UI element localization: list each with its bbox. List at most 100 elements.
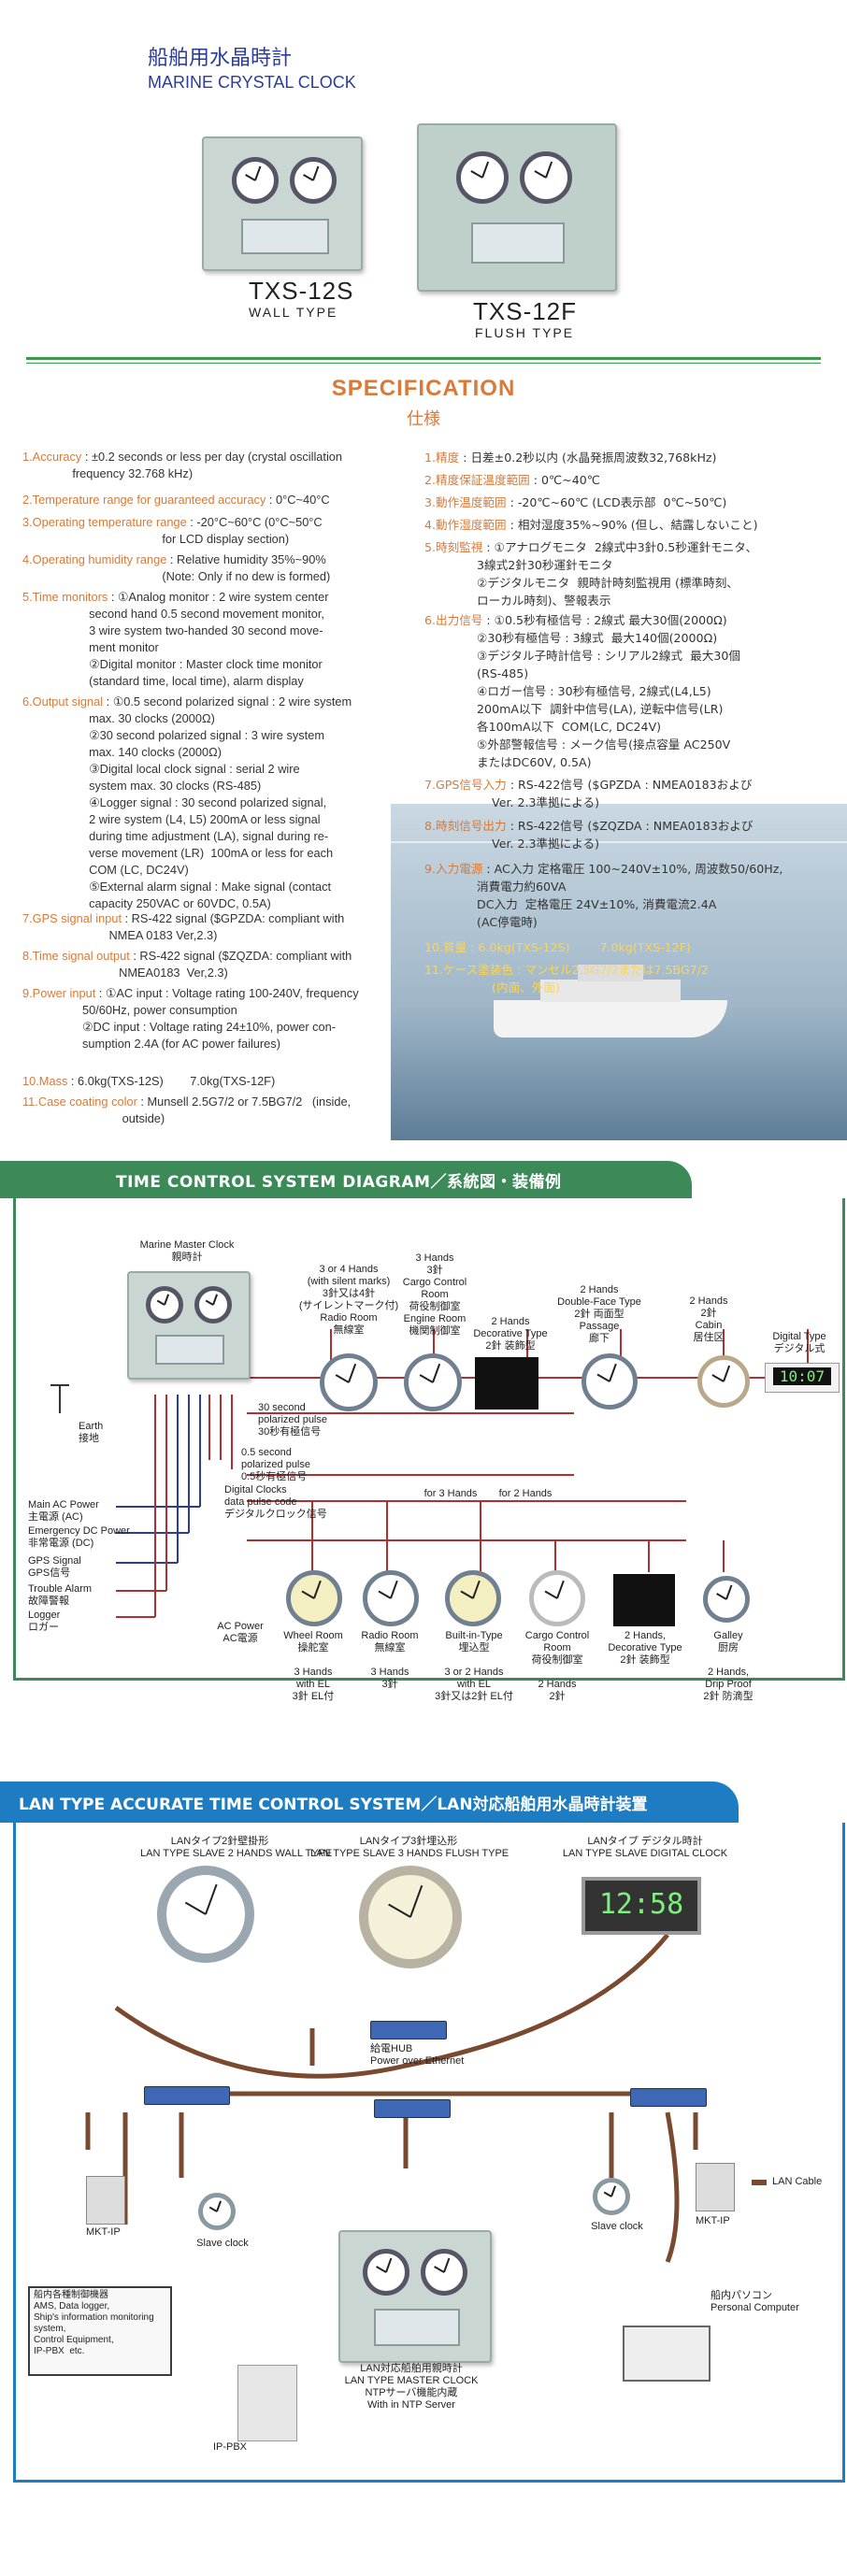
spec-en-8: 8.Time signal output : RS-422 signal ($Z… <box>22 949 352 980</box>
title-en: MARINE CRYSTAL CLOCK <box>148 73 356 92</box>
mkt-ip-left-label: MKT-IP <box>86 2226 121 2238</box>
mkt-ip-left <box>86 2176 125 2225</box>
lan-clock-wall <box>157 1866 254 1963</box>
signal-2hands: for 2 Hands <box>498 1488 553 1499</box>
diagram1-clock-decorative <box>475 1357 538 1410</box>
diagram1-clock-galley <box>703 1576 750 1623</box>
lan-master-label: LAN対応船舶用親時計 LAN TYPE MASTER CLOCK NTPサーバ… <box>344 2363 479 2411</box>
diagram1-master-clock <box>127 1271 251 1380</box>
pc-label: 船内パソコン Personal Computer <box>711 2290 799 2313</box>
spec-jp-10: 10.質量 : 6.0kg(TXS-12S) 7.0kg(TXS-12F) <box>424 940 691 954</box>
lan-legend-label: LAN Cable <box>772 2176 823 2187</box>
poe-hub-center <box>370 2021 447 2039</box>
equipment-label: 船内各種制御機器 AMS, Data logger, Ship's inform… <box>34 2290 154 2356</box>
ac-power-label: AC Power AC電源 <box>217 1621 264 1644</box>
diagram1-clock-cabin <box>697 1355 750 1408</box>
diagram1-clock-radio <box>320 1353 378 1411</box>
ip-pbx-device <box>237 2365 297 2441</box>
diagram1-bottom-label-6: Galley 厨房 2 Hands, Drip Proof 2針 防滴型 <box>703 1630 754 1702</box>
diagram1-bottom-label-4: Cargo Control Room 荷役制御室 2 Hands 2針 <box>524 1630 590 1702</box>
spec-en-2: 2.Temperature range for guaranteed accur… <box>22 493 330 507</box>
spec-en-5: 5.Time monitors : ①Analog monitor : 2 wi… <box>22 590 329 688</box>
input-logger: Logger ロガー <box>28 1610 61 1633</box>
product-flush-type: FLUSH TYPE <box>475 325 575 340</box>
diagram1-title: TIME CONTROL SYSTEM DIAGRAM／系統図・装備例 <box>116 1173 562 1192</box>
hub-left <box>144 2086 230 2105</box>
diagram1-bottom-label-2: Radio Room 無線室 3 Hands 3針 <box>361 1630 419 1690</box>
poe-hub-label: 給電HUB Power over Ethernet <box>370 2043 465 2067</box>
diagram1-master-label: Marine Master Clock 親時計 <box>139 1239 235 1263</box>
diagram1-clock-wheel <box>286 1570 342 1626</box>
diagram1-digital-time: 10:07 <box>773 1367 831 1385</box>
product-wall-type: WALL TYPE <box>249 305 338 320</box>
diagram1-clock-cargo <box>529 1570 585 1626</box>
spec-en-10: 10.Mass : 6.0kg(TXS-12S) 7.0kg(TXS-12F) <box>22 1074 276 1088</box>
spec-jp-2: 2.精度保証温度範囲 : 0℃~40℃ <box>424 473 600 487</box>
spec-jp-8: 8.時刻信号出力 : RS-422信号 ($ZQZDA : NMEA0183およ… <box>424 819 754 851</box>
lan-legend-swatch <box>752 2180 767 2185</box>
diagram1-clock-builtin <box>445 1570 501 1626</box>
product-wall-image <box>202 136 363 271</box>
equipment-box <box>28 2286 172 2376</box>
diagram1-top-label-3: 2 Hands Decorative Type 2針 装飾型 <box>473 1316 548 1352</box>
lan-clock-flush <box>359 1866 462 1968</box>
spec-en-11: 11.Case coating color : Munsell 2.5G7/2 … <box>22 1095 352 1125</box>
input-main-ac: Main AC Power 主電源 (AC) <box>28 1499 99 1523</box>
lan-top-label-3: LANタイプ デジタル時計 LAN TYPE SLAVE DIGITAL CLO… <box>562 1836 728 1859</box>
diagram1-top-label-2: 3 Hands 3針 Cargo Control Room 荷役制御室 Engi… <box>402 1252 467 1337</box>
spec-title: SPECIFICATION <box>331 376 516 401</box>
diagram1-top-label-4: 2 Hands Double-Face Type 2針 両面型 Passage … <box>557 1284 641 1344</box>
spec-jp-5: 5.時刻監視 : ①アナログモニタ 2線式中3針0.5秒運針モニタ、 3線式2針… <box>424 540 758 608</box>
diagram1-earth-label: Earth 接地 <box>79 1421 104 1444</box>
spec-en-7: 7.GPS signal input : RS-422 signal ($GPZ… <box>22 911 345 942</box>
signal-30s: 30 second polarized pulse 30秒有極信号 <box>258 1402 327 1438</box>
diagram1-top-label-6: Digital Type デジタル式 <box>772 1331 826 1354</box>
hub-middle <box>374 2099 451 2118</box>
slave-clock-left-label: Slave clock <box>196 2238 249 2249</box>
spec-jp-4: 4.動作湿度範囲 : 相対湿度35%~90% (但し、結露しないこと) <box>424 518 758 532</box>
ip-pbx-label: IP-PBX <box>212 2441 248 2453</box>
lan-master-clock <box>338 2230 492 2363</box>
spec-jp-3: 3.動作温度範囲 : -20℃~60℃ (LCD表示部 0℃~50℃) <box>424 495 727 509</box>
divider <box>26 357 821 360</box>
lan-top-label-2: LANタイプ3針埋込形 LAN TYPE SLAVE 3 HANDS FLUSH… <box>310 1836 510 1859</box>
divider <box>26 363 821 364</box>
diagram1-bottom-label-5: 2 Hands, Decorative Type 2針 装飾型 <box>608 1630 682 1666</box>
personal-computer <box>623 2326 711 2382</box>
product-wall-model: TXS-12S <box>249 277 354 305</box>
spec-jp-11: 11.ケース塗装色 : マンセル2.5G7/2または7.5BG7/2 (内面、外… <box>424 963 709 995</box>
spec-en-3: 3.Operating temperature range : -20°C~60… <box>22 515 323 546</box>
diagram1-top-label-5: 2 Hands 2針 Cabin 居住区 <box>689 1295 728 1343</box>
diagram1-header <box>0 1161 692 1198</box>
spec-en-4: 4.Operating humidity range : Relative hu… <box>22 552 331 583</box>
diagram1-clock-radio2 <box>363 1570 419 1626</box>
spec-jp-1: 1.精度 : 日差±0.2秒以内 (水晶発振周波数32,768kHz) <box>424 451 717 465</box>
spec-subtitle: 仕様 <box>407 409 440 429</box>
diagram1-bottom-label-3: Built-in-Type 埋込型 3 or 2 Hands with EL 3… <box>435 1630 513 1702</box>
lan-top-label-1: LANタイプ2針壁掛形 LAN TYPE SLAVE 2 HANDS WALL … <box>140 1836 332 1859</box>
diagram2-title: LAN TYPE ACCURATE TIME CONTROL SYSTEM／LA… <box>19 1796 648 1814</box>
title-jp: 船舶用水晶時計 <box>148 47 293 70</box>
diagram1-clock-decorative2 <box>613 1574 675 1626</box>
spec-jp-9: 9.入力電源 : AC入力 定格電圧 100~240V±10%, 周波数50/6… <box>424 862 783 929</box>
diagram2-header <box>0 1782 739 1823</box>
signal-3hands: for 3 Hands <box>424 1488 478 1499</box>
diagram1-clock-doubleface <box>581 1353 638 1410</box>
spec-jp-7: 7.GPS信号入力 : RS-422信号 ($GPZDA : NMEA0183お… <box>424 778 753 809</box>
input-gps: GPS Signal GPS信号 <box>28 1555 81 1579</box>
input-emergency-dc: Emergency DC Power 非常電源 (DC) <box>28 1525 130 1549</box>
spec-jp-6: 6.出力信号 : ①0.5秒有極信号 : 2線式 最大30個(2000Ω) ②3… <box>424 613 740 769</box>
signal-05s: 0.5 second polarized pulse 0.5秒有極信号 <box>241 1447 310 1482</box>
spec-en-1: 1.Accuracy : ±0.2 seconds or less per da… <box>22 450 343 480</box>
mkt-ip-right <box>696 2163 735 2211</box>
spec-en-9: 9.Power input : ①AC input : Voltage rati… <box>22 986 359 1051</box>
ship-photo <box>391 804 847 1140</box>
product-flush-model: TXS-12F <box>473 297 578 325</box>
diagram1-bottom-label-1: Wheel Room 操舵室 3 Hands with EL 3針 EL付 <box>283 1630 343 1702</box>
slave-clock-left <box>198 2193 236 2230</box>
slave-clock-right <box>593 2178 630 2215</box>
slave-clock-right-label: Slave clock <box>591 2221 643 2232</box>
diagram1-top-label-1: 3 or 4 Hands (with silent marks) 3針又は4針 … <box>298 1264 399 1336</box>
signal-digital: Digital Clocks data pulse code デジタルクロック信… <box>224 1484 327 1520</box>
product-flush-image <box>417 123 617 292</box>
